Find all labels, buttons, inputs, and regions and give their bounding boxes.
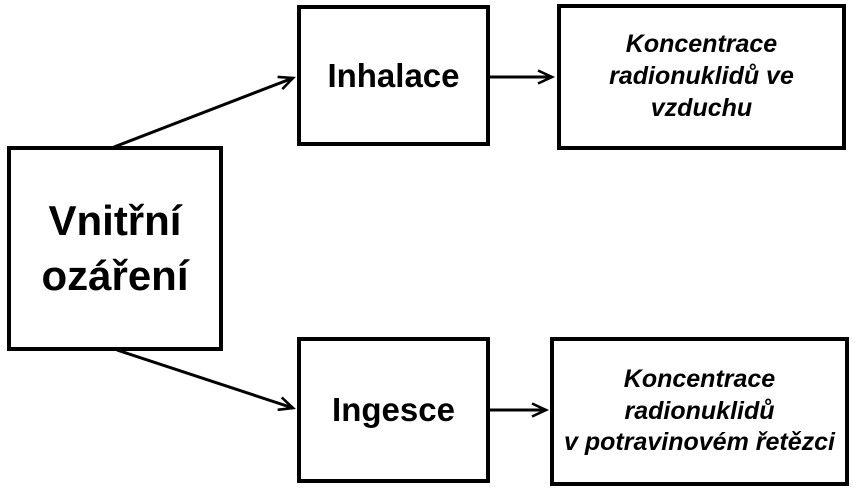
node-label-line: vzduchu xyxy=(650,93,753,122)
node-label-line: Ingesce xyxy=(332,391,455,428)
node-label-line: Koncentrace xyxy=(625,30,778,59)
node-inhalace: Inhalace xyxy=(297,5,490,146)
node-vnitrni-ozareni-label: Vnitřní ozáření xyxy=(41,194,188,303)
node-label-line: v potravinovém řetězci xyxy=(564,428,835,457)
node-koncentrace-vzduch-label: Koncentrace radionuklidů ve vzduchu xyxy=(609,29,794,124)
node-label-line: Vnitřní xyxy=(48,196,182,244)
node-koncentrace-potraviny: Koncentrace radionuklidů v potravinovém … xyxy=(550,337,849,486)
node-ingesce: Ingesce xyxy=(297,337,490,483)
node-label-line: radionuklidů ve xyxy=(609,62,794,91)
node-label-line: radionuklidů xyxy=(624,396,775,425)
node-ingesce-label: Ingesce xyxy=(332,391,455,429)
edge-vnitrni-to-ingesce-arrow xyxy=(116,348,296,412)
edge-vnitrni-to-inhalace-arrow xyxy=(113,75,296,149)
node-vnitrni-ozareni: Vnitřní ozáření xyxy=(7,146,223,351)
node-koncentrace-potraviny-label: Koncentrace radionuklidů v potravinovém … xyxy=(564,364,835,459)
node-label-line: Koncentrace xyxy=(623,364,776,393)
node-inhalace-label: Inhalace xyxy=(327,57,459,95)
node-label-line: Inhalace xyxy=(327,56,460,94)
node-label-line: ozáření xyxy=(41,251,189,299)
node-koncentrace-vzduch: Koncentrace radionuklidů ve vzduchu xyxy=(557,4,846,150)
